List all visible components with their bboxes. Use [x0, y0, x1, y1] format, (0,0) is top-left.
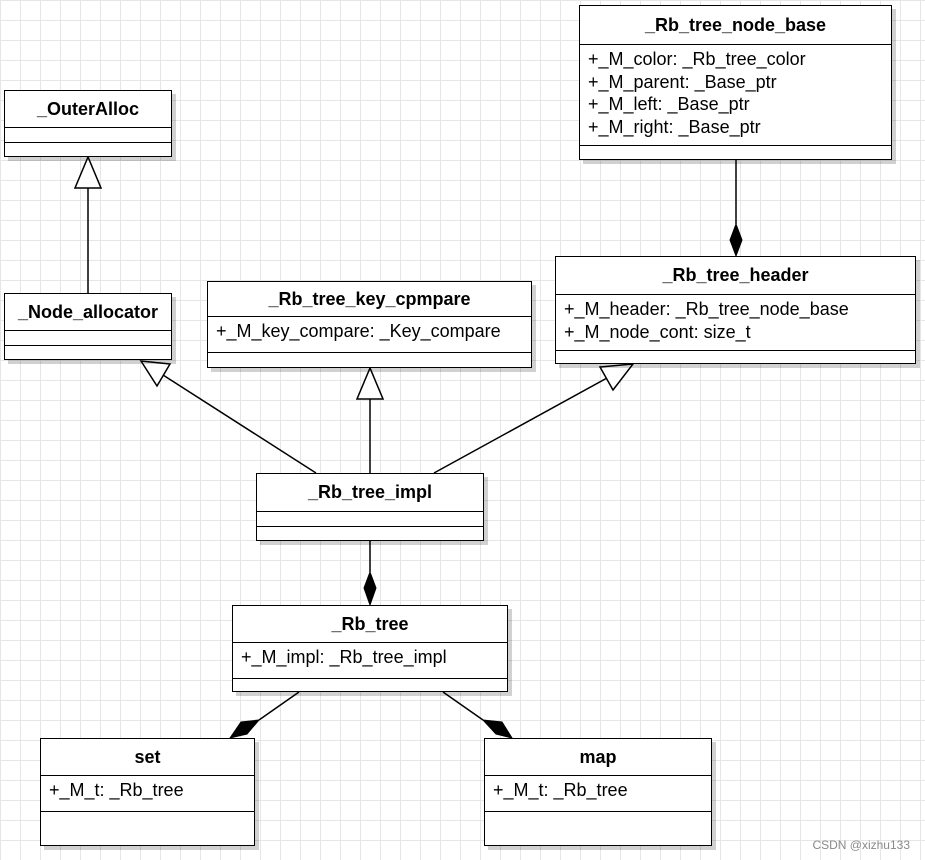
- inheritance-arrowhead: [598, 363, 635, 392]
- attribute: +_M_color: _Rb_tree_color: [588, 49, 806, 69]
- class-set[interactable]: set +_M_t: _Rb_tree: [40, 738, 255, 846]
- attributes-compartment: [5, 128, 171, 143]
- operations-compartment: [5, 143, 171, 156]
- inheritance-arrowhead: [355, 366, 385, 400]
- composition-diamond: [228, 719, 261, 739]
- class-name: _Rb_tree_impl: [257, 474, 483, 512]
- attribute: +_M_t: _Rb_tree: [493, 780, 628, 800]
- attributes-compartment: +_M_key_compare: _Key_compare: [208, 317, 531, 353]
- operations-compartment: [41, 812, 254, 845]
- class-name: _Rb_tree: [233, 606, 507, 643]
- class-name: _Rb_tree_node_base: [580, 6, 891, 45]
- attributes-compartment: +_M_color: _Rb_tree_color +_M_parent: _B…: [580, 45, 891, 146]
- attribute: +_M_parent: _Base_ptr: [588, 71, 777, 92]
- attribute: +_M_right: _Base_ptr: [588, 116, 761, 137]
- class-name: _Rb_tree_header: [556, 257, 915, 295]
- class-rb-tree-node-base[interactable]: _Rb_tree_node_base +_M_color: _Rb_tree_c…: [579, 5, 892, 160]
- watermark: CSDN @xizhu133: [812, 838, 910, 852]
- attribute: +_M_t: _Rb_tree: [49, 780, 184, 800]
- edge-impl-to-header: [433, 377, 608, 474]
- class-name: set: [41, 739, 254, 776]
- operations-compartment: [257, 527, 483, 540]
- composition-diamond: [363, 570, 377, 607]
- attributes-compartment: +_M_header: _Rb_tree_node_base +_M_node_…: [556, 295, 915, 351]
- attributes-compartment: [5, 331, 171, 346]
- inheritance-arrowhead: [73, 155, 103, 189]
- edge-rb-tree-to-set: [258, 691, 300, 721]
- class-rb-tree-header[interactable]: _Rb_tree_header +_M_header: _Rb_tree_nod…: [555, 256, 916, 364]
- class-name: map: [485, 739, 711, 776]
- inheritance-arrowhead: [139, 360, 172, 388]
- attributes-compartment: +_M_t: _Rb_tree: [41, 776, 254, 812]
- attributes-compartment: +_M_t: _Rb_tree: [485, 776, 711, 812]
- operations-compartment: [233, 679, 507, 691]
- class-rb-tree[interactable]: _Rb_tree +_M_impl: _Rb_tree_impl: [232, 605, 508, 692]
- attribute: +_M_header: _Rb_tree_node_base: [564, 299, 849, 319]
- class-rb-tree-impl[interactable]: _Rb_tree_impl: [256, 473, 484, 541]
- operations-compartment: [5, 346, 171, 359]
- class-outer-alloc[interactable]: _OuterAlloc: [4, 90, 172, 157]
- attribute: +_M_impl: _Rb_tree_impl: [241, 647, 447, 667]
- class-node-allocator[interactable]: _Node_allocator: [4, 293, 172, 360]
- operations-compartment: [580, 146, 891, 159]
- composition-diamond: [729, 222, 743, 258]
- attribute: +_M_node_cont: size_t: [564, 321, 751, 342]
- class-name: _Rb_tree_key_cpmpare: [208, 282, 531, 317]
- attribute: +_M_key_compare: _Key_compare: [216, 321, 501, 341]
- edge-impl-to-node-allocator: [162, 374, 317, 474]
- class-name: _Node_allocator: [5, 294, 171, 331]
- class-map[interactable]: map +_M_t: _Rb_tree: [484, 738, 712, 846]
- composition-diamond: [481, 719, 514, 739]
- attributes-compartment: +_M_impl: _Rb_tree_impl: [233, 643, 507, 679]
- attribute: +_M_left: _Base_ptr: [588, 94, 750, 114]
- class-name: _OuterAlloc: [5, 91, 171, 128]
- operations-compartment: [208, 353, 531, 367]
- operations-compartment: [485, 812, 711, 845]
- operations-compartment: [556, 351, 915, 363]
- edge-rb-tree-to-map: [442, 691, 484, 721]
- class-rb-tree-key-compare[interactable]: _Rb_tree_key_cpmpare +_M_key_compare: _K…: [207, 281, 532, 368]
- attributes-compartment: [257, 512, 483, 527]
